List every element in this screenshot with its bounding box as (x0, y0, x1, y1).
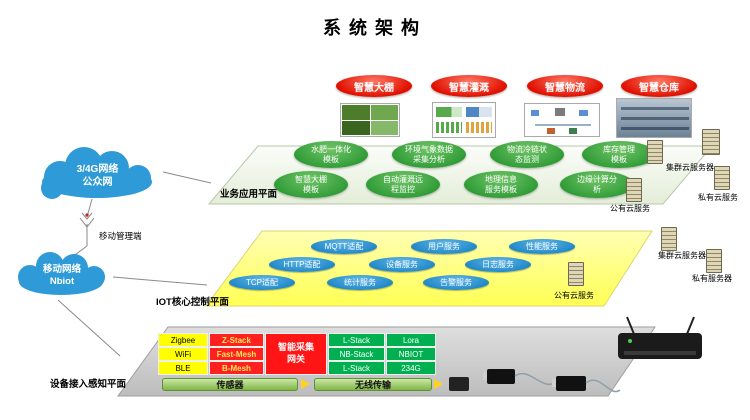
diagram-edge (535, 124, 591, 126)
diagram-node (579, 110, 588, 116)
radio-cell-nbiot: NBIOT (386, 347, 436, 361)
stack-cell-lstack-2: L-Stack (328, 361, 385, 375)
arrow-right-icon (301, 379, 310, 389)
shelf-line (621, 117, 689, 120)
server-icon (706, 249, 722, 273)
server-icon (568, 262, 584, 286)
radio-antenna-icon (79, 212, 95, 246)
app-ellipse-greenhouse: 智慧大棚 (336, 75, 412, 97)
server-icon (661, 227, 677, 251)
app-ellipse-logistics: 智慧物流 (527, 75, 603, 97)
server-icon (702, 129, 720, 155)
diagram-node (555, 108, 565, 116)
server-label-cluster-cloud-2: 集群云服务器 (658, 251, 706, 260)
server-label-public-cloud: 公有云服务 (610, 204, 650, 213)
radio-cell-234g: 234G (386, 361, 436, 375)
diagram-node (569, 128, 577, 134)
service-ellipse-mqtt: MQTT适配 (311, 239, 377, 254)
service-ellipse-device: 设备服务 (369, 257, 435, 272)
page-title: 系统架构 (323, 18, 427, 38)
service-ellipse-alarm: 告警服务 (423, 275, 489, 290)
shelf-line (621, 107, 689, 110)
iot-plane-label: IOT核心控制平面 (156, 297, 229, 308)
radio-cell-lora: Lora (386, 333, 436, 347)
service-ellipse-statistics: 统计服务 (327, 275, 393, 290)
sensor-bar: 传感器 (162, 378, 298, 391)
module-ellipse-water-fertilizer: 水肥一体化 模板 (294, 141, 368, 168)
thumbnail-weather-charts (432, 102, 496, 138)
shelf-line (621, 127, 689, 130)
mini-chart (436, 122, 462, 133)
stack-cell-bmesh: B-Mesh (209, 361, 264, 375)
usb-dongle-icons (449, 369, 621, 393)
gateway-cell: 智能采集 网关 (265, 333, 327, 375)
device-plane-label: 设备接入感知平面 (50, 379, 127, 390)
module-ellipse-auto-irrigation: 自动灌溉远 程监控 (366, 171, 440, 198)
diagram-node (531, 110, 539, 116)
service-ellipse-tcp: TCP适配 (229, 275, 295, 290)
app-ellipse-irrigation: 智慧灌溉 (431, 75, 507, 97)
server-label-private-server: 私有服务器 (692, 274, 732, 283)
stack-cell-fastmesh: Fast-Mesh (209, 347, 264, 361)
module-ellipse-weather-data: 环境气象数据 采集分析 (392, 141, 466, 168)
mobile-management-label: 移动管理端 (99, 231, 142, 241)
thumbnail-tile (370, 120, 398, 135)
server-label-public-cloud-2: 公有云服务 (554, 291, 594, 300)
cloud-public-icon (41, 147, 152, 199)
thumbnail-greenhouse-photos (340, 103, 400, 137)
mini-chart (436, 107, 462, 117)
module-ellipse-cold-chain: 物流冷链状 态监测 (490, 141, 564, 168)
protocol-cell-wifi: WiFi (158, 347, 208, 361)
protocol-cell-ble: BLE (158, 361, 208, 375)
module-ellipse-greenhouse-template: 智慧大棚 模板 (274, 171, 348, 198)
service-ellipse-log: 日志服务 (465, 257, 531, 272)
thumbnail-tile (342, 105, 370, 120)
thumbnail-tile (342, 120, 370, 135)
module-ellipse-gis-service: 地理信息 服务模板 (464, 171, 538, 198)
service-ellipse-http: HTTP适配 (269, 257, 335, 272)
server-label-private-cloud: 私有云服务 (698, 193, 738, 202)
stack-cell-nbstack: NB-Stack (328, 347, 385, 361)
service-ellipse-performance: 性能服务 (509, 239, 575, 254)
server-icon (647, 140, 663, 164)
cloud-nbiot-icon (18, 252, 105, 295)
server-icon (626, 178, 642, 202)
business-plane-label: 业务应用平面 (220, 189, 278, 200)
cloud-nbiot-label: 移动网络 Nbiot (42, 264, 81, 288)
thumbnail-tile (370, 105, 398, 120)
thumbnail-warehouse-photo (616, 98, 692, 138)
cloud-public-label: 3/4G网络 公众网 (76, 164, 119, 188)
server-label-cluster-cloud: 集群云服务器 (666, 163, 714, 172)
thumbnail-logistics-diagram (524, 103, 600, 137)
module-ellipse-inventory: 库存管理 模板 (582, 141, 656, 168)
mini-chart (466, 122, 492, 133)
service-ellipse-user: 用户服务 (411, 239, 477, 254)
module-ellipse-edge-computing: 边缘计算分 析 (560, 171, 634, 198)
diagram-node (547, 128, 555, 134)
wireless-transmission-bar: 无线传输 (314, 378, 432, 391)
stack-cell-zstack: Z-Stack (209, 333, 264, 347)
app-ellipse-warehouse: 智慧仓库 (621, 75, 697, 97)
mini-chart (466, 107, 492, 117)
connector-lines (57, 171, 212, 357)
arrow-right-icon (434, 379, 443, 389)
stack-cell-lstack-1: L-Stack (328, 333, 385, 347)
protocol-cell-zigbee: Zigbee (158, 333, 208, 347)
gateway-router-icon (618, 316, 702, 359)
server-icon (714, 166, 730, 190)
